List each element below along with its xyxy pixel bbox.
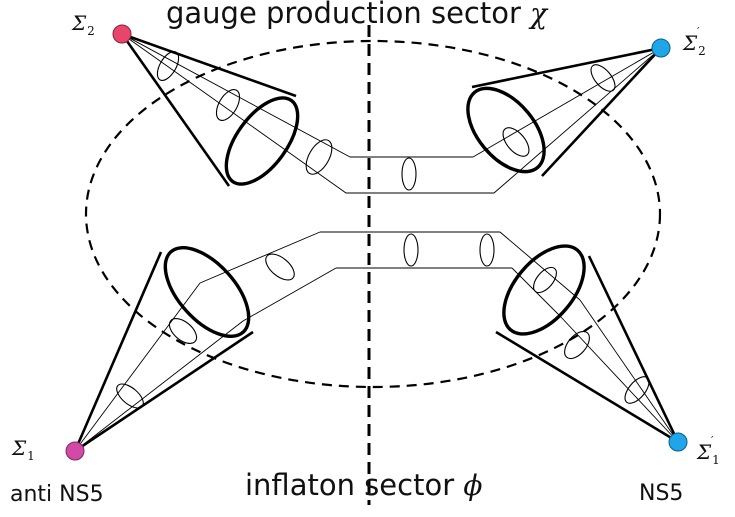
- ns5-label: NS5: [639, 481, 684, 506]
- lower-throat: [73, 231, 680, 453]
- sigma1-label: Σ1: [12, 436, 35, 463]
- anti-ns5-label: anti NS5: [10, 482, 104, 507]
- gauge-sector-label: gauge production sector χ: [166, 0, 547, 30]
- sigma1-prime-dot: [668, 432, 688, 452]
- sigma1-dot: [65, 441, 85, 461]
- sigma2-dot: [112, 24, 132, 44]
- sigma1-prime-label: Σ′1: [697, 434, 720, 467]
- inflaton-sector-label: inflaton sector ϕ: [245, 468, 482, 502]
- sigma2-prime-dot: [651, 38, 671, 58]
- sigma2-label: Σ2: [72, 11, 95, 38]
- phi-symbol: ϕ: [463, 469, 483, 502]
- upper-throat: [120, 32, 662, 194]
- gauge-sector-text: gauge production sector: [166, 0, 521, 30]
- sigma2-prime-label: Σ′2: [683, 25, 706, 58]
- inflaton-sector-text: inflaton sector: [245, 468, 455, 502]
- central-ellipse: [84, 39, 662, 389]
- chi-symbol: χ: [530, 0, 548, 30]
